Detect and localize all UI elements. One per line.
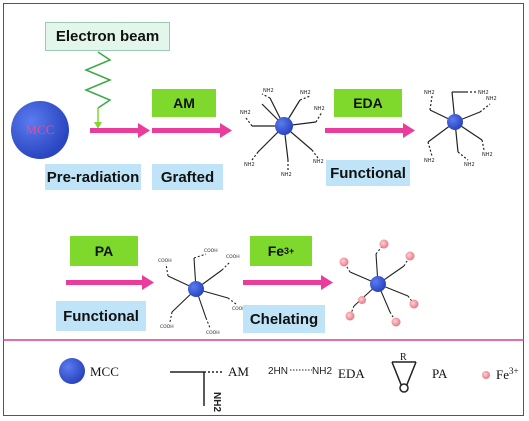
functional-2-label: Functional	[63, 307, 139, 325]
functional-2-box: Functional	[56, 301, 146, 331]
am-box: AM	[152, 89, 216, 117]
svg-text:COOH: COOH	[160, 324, 174, 330]
svg-text:NH2: NH2	[281, 172, 292, 178]
legend-fe-label: Fe3+	[496, 366, 519, 383]
molecule-eda-core	[447, 114, 463, 130]
chelating-label: Chelating	[249, 310, 319, 328]
legend-am-label: AM	[228, 364, 249, 379]
eda-label: EDA	[353, 95, 383, 111]
svg-text:NH2: NH2	[313, 159, 324, 165]
svg-text:NH2: NH2	[312, 366, 332, 377]
legend-pa-r: R	[400, 352, 407, 363]
arrow-pa-functional	[66, 275, 154, 290]
svg-text:NH2: NH2	[478, 90, 489, 96]
molecule-pa-core	[188, 281, 204, 297]
molecule-chelated-core	[370, 276, 386, 292]
functional-1-box: Functional	[326, 160, 410, 186]
svg-text:2HN: 2HN	[268, 366, 288, 377]
svg-text:COOH: COOH	[206, 330, 220, 336]
spring-wave	[84, 51, 112, 109]
pa-label: PA	[94, 243, 114, 259]
molecule-pa-labels: COOH COOH COOH COOH COOH COOH	[158, 248, 246, 336]
electron-beam-label: Electron beam	[55, 28, 160, 45]
arrow-pre-radiation	[90, 123, 150, 138]
pa-box: PA	[70, 236, 138, 266]
svg-text:NH2: NH2	[424, 90, 435, 96]
fe-charge: 3+	[284, 246, 295, 256]
legend-am-nh2: NH2	[211, 392, 222, 412]
arrow-grafted	[152, 123, 232, 138]
svg-text:NH2: NH2	[263, 88, 274, 94]
svg-text:NH2: NH2	[300, 90, 311, 96]
svg-text:NH2: NH2	[482, 152, 493, 158]
legend-fe-icon	[482, 371, 490, 379]
grafted-label: Grafted	[160, 168, 215, 186]
mcc-label: MCC	[25, 122, 55, 137]
pre-radiation-box: Pre-radiation	[45, 164, 141, 190]
legend-eda-icon: 2HN NH2	[268, 366, 332, 377]
legend-fe-charge: 3+	[509, 366, 519, 376]
am-label: AM	[173, 95, 195, 111]
chelating-box: Chelating	[243, 305, 325, 333]
svg-text:COOH: COOH	[232, 306, 246, 312]
legend-mcc-icon	[59, 358, 85, 384]
arrow-eda-functional	[325, 123, 415, 138]
legend-pa-icon	[391, 361, 417, 393]
legend-pa-label: PA	[432, 366, 448, 381]
legend-am-icon	[170, 371, 222, 406]
eda-box: EDA	[334, 89, 402, 117]
pre-radiation-label: Pre-radiation	[46, 168, 140, 186]
svg-text:NH2: NH2	[240, 110, 251, 116]
figure-frame	[3, 3, 524, 416]
mcc-sphere-label: MCC	[12, 120, 68, 140]
electron-beam-box: Electron beam	[45, 22, 170, 51]
svg-text:COOH: COOH	[226, 254, 240, 260]
mcc-sphere	[11, 101, 69, 159]
arrow-fe-chelating	[243, 275, 333, 290]
svg-text:NH2: NH2	[464, 162, 475, 168]
fe-ions-chelated	[339, 239, 419, 327]
svg-text:COOH: COOH	[158, 258, 172, 264]
spring-down-arrowhead	[94, 122, 102, 129]
svg-text:COOH: COOH	[204, 248, 218, 254]
svg-text:NH2: NH2	[486, 96, 497, 102]
legend-mcc-label: MCC	[90, 364, 119, 379]
legend-eda-label: EDA	[338, 366, 365, 381]
functional-1-label: Functional	[330, 164, 406, 182]
svg-text:NH2: NH2	[244, 162, 255, 168]
svg-text:NH2: NH2	[314, 106, 325, 112]
molecule-am-core	[275, 117, 293, 135]
legend-fe-text: Fe	[496, 367, 509, 382]
svg-text:NH2: NH2	[424, 158, 435, 164]
grafted-box: Grafted	[152, 164, 223, 190]
fe-label: Fe	[267, 243, 285, 259]
